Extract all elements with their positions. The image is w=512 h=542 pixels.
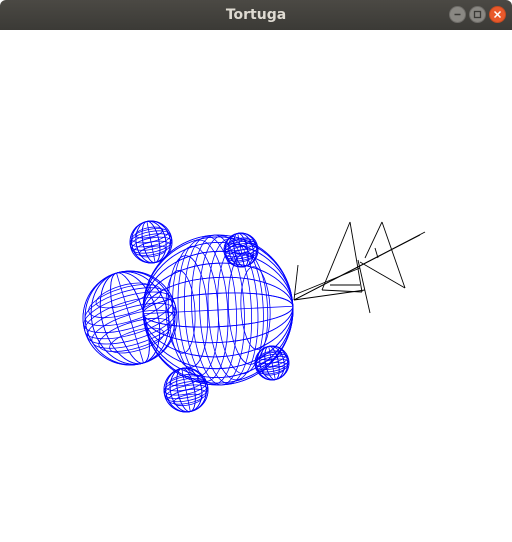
title-bar[interactable]: Tortuga <box>0 0 512 30</box>
scene-svg <box>82 220 426 413</box>
tail-line <box>321 221 351 291</box>
tail-line <box>359 261 406 289</box>
close-icon <box>493 10 502 19</box>
turtle-body-sphere <box>142 234 294 386</box>
turtle-head-sphere <box>82 270 178 366</box>
tail-line <box>374 247 379 259</box>
turtle-leg-top-left <box>129 220 173 264</box>
window-title: Tortuga <box>225 7 287 23</box>
minimize-button[interactable] <box>449 6 466 23</box>
turtle-leg-top-right <box>223 232 259 268</box>
tail-line <box>357 259 371 314</box>
tail-line <box>364 221 383 259</box>
tail-line <box>293 264 299 301</box>
maximize-button[interactable] <box>469 6 486 23</box>
maximize-icon <box>473 10 482 19</box>
close-button[interactable] <box>489 6 506 23</box>
turtle-tail-lines <box>293 221 426 314</box>
turtle-leg-bottom-right <box>254 345 290 381</box>
window-controls <box>449 6 506 23</box>
turtle-leg-bottom-left <box>163 367 209 413</box>
tail-line <box>321 289 363 293</box>
tail-line <box>293 267 361 296</box>
tail-line <box>381 221 406 289</box>
tail-line <box>349 221 363 293</box>
minimize-icon <box>454 13 461 16</box>
render-canvas[interactable] <box>0 30 512 542</box>
